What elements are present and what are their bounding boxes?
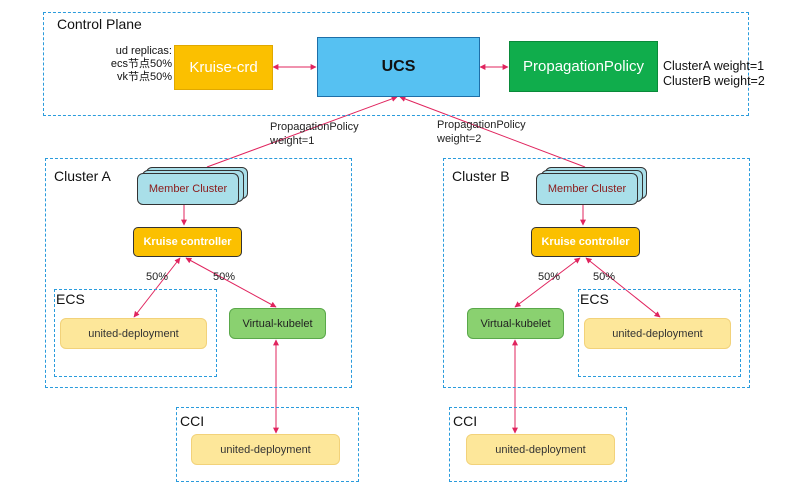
arrow-kc-vk-b (514, 257, 581, 308)
cluster-weights: ClusterA weight=1 ClusterB weight=2 (663, 59, 765, 89)
cci-region-b (449, 407, 627, 482)
member-cluster-a[interactable]: Member Cluster (137, 173, 239, 205)
pct-label-b-left: 50% (538, 271, 561, 283)
arrow-kc-vk-a (185, 257, 277, 308)
kruise-controller-b[interactable]: Kruise controller (531, 227, 640, 257)
cci-title-b: CCI (453, 413, 478, 429)
cluster-b-title: Cluster B (452, 168, 510, 184)
link-label-a-line1: PropagationPolicy (270, 121, 359, 133)
arrow-kc-ud-a (133, 257, 181, 318)
ecs-region-b (578, 289, 741, 377)
kruise-controller-a[interactable]: Kruise controller (133, 227, 242, 257)
arrow-ucs-member-b (399, 96, 586, 168)
pct-label-a-left: 50% (146, 271, 169, 283)
link-label-b-line2: weight=2 (437, 133, 482, 145)
cluster-a-title: Cluster A (54, 168, 111, 184)
cci-united-deployment-b[interactable]: united-deployment (466, 434, 615, 465)
control-plane-region (43, 12, 749, 116)
cci-united-deployment-a[interactable]: united-deployment (191, 434, 340, 465)
control-plane-title: Control Plane (57, 16, 142, 32)
ecs-title-a: ECS (56, 291, 85, 307)
cluster-b-region (443, 158, 750, 388)
pct-label-a-right: 50% (213, 271, 236, 283)
united-deployment-a[interactable]: united-deployment (60, 318, 207, 349)
virtual-kubelet-a[interactable]: Virtual-kubelet (229, 308, 326, 339)
weight-line: ClusterA weight=1 (663, 59, 765, 73)
ecs-title-b: ECS (580, 291, 609, 307)
virtual-kubelet-b[interactable]: Virtual-kubelet (467, 308, 564, 339)
cluster-a-region (45, 158, 352, 388)
ucs-box[interactable]: UCS (317, 37, 480, 97)
link-label-a-line2: weight=1 (270, 135, 315, 147)
kruise-crd-box[interactable]: Kruise-crd (174, 45, 273, 90)
link-label-b-line1: PropagationPolicy (437, 119, 526, 131)
arrow-kc-ud-b (585, 257, 661, 318)
propagation-policy-box[interactable]: PropagationPolicy (509, 41, 658, 92)
united-deployment-b[interactable]: united-deployment (584, 318, 731, 349)
cci-region-a (176, 407, 359, 482)
replicas-note-line: ecs节点50% (110, 58, 172, 70)
replicas-note: ud replicas: ecs节点50% vk节点50% (70, 45, 172, 84)
member-cluster-b[interactable]: Member Cluster (536, 173, 638, 205)
weight-line: ClusterB weight=2 (663, 74, 765, 88)
arrow-ucs-member-a (206, 96, 398, 168)
replicas-note-line: vk节点50% (116, 71, 172, 83)
cci-title-a: CCI (180, 413, 205, 429)
replicas-note-line: ud replicas: (115, 45, 172, 57)
pct-label-b-right: 50% (593, 271, 616, 283)
ecs-region-a (54, 289, 217, 377)
